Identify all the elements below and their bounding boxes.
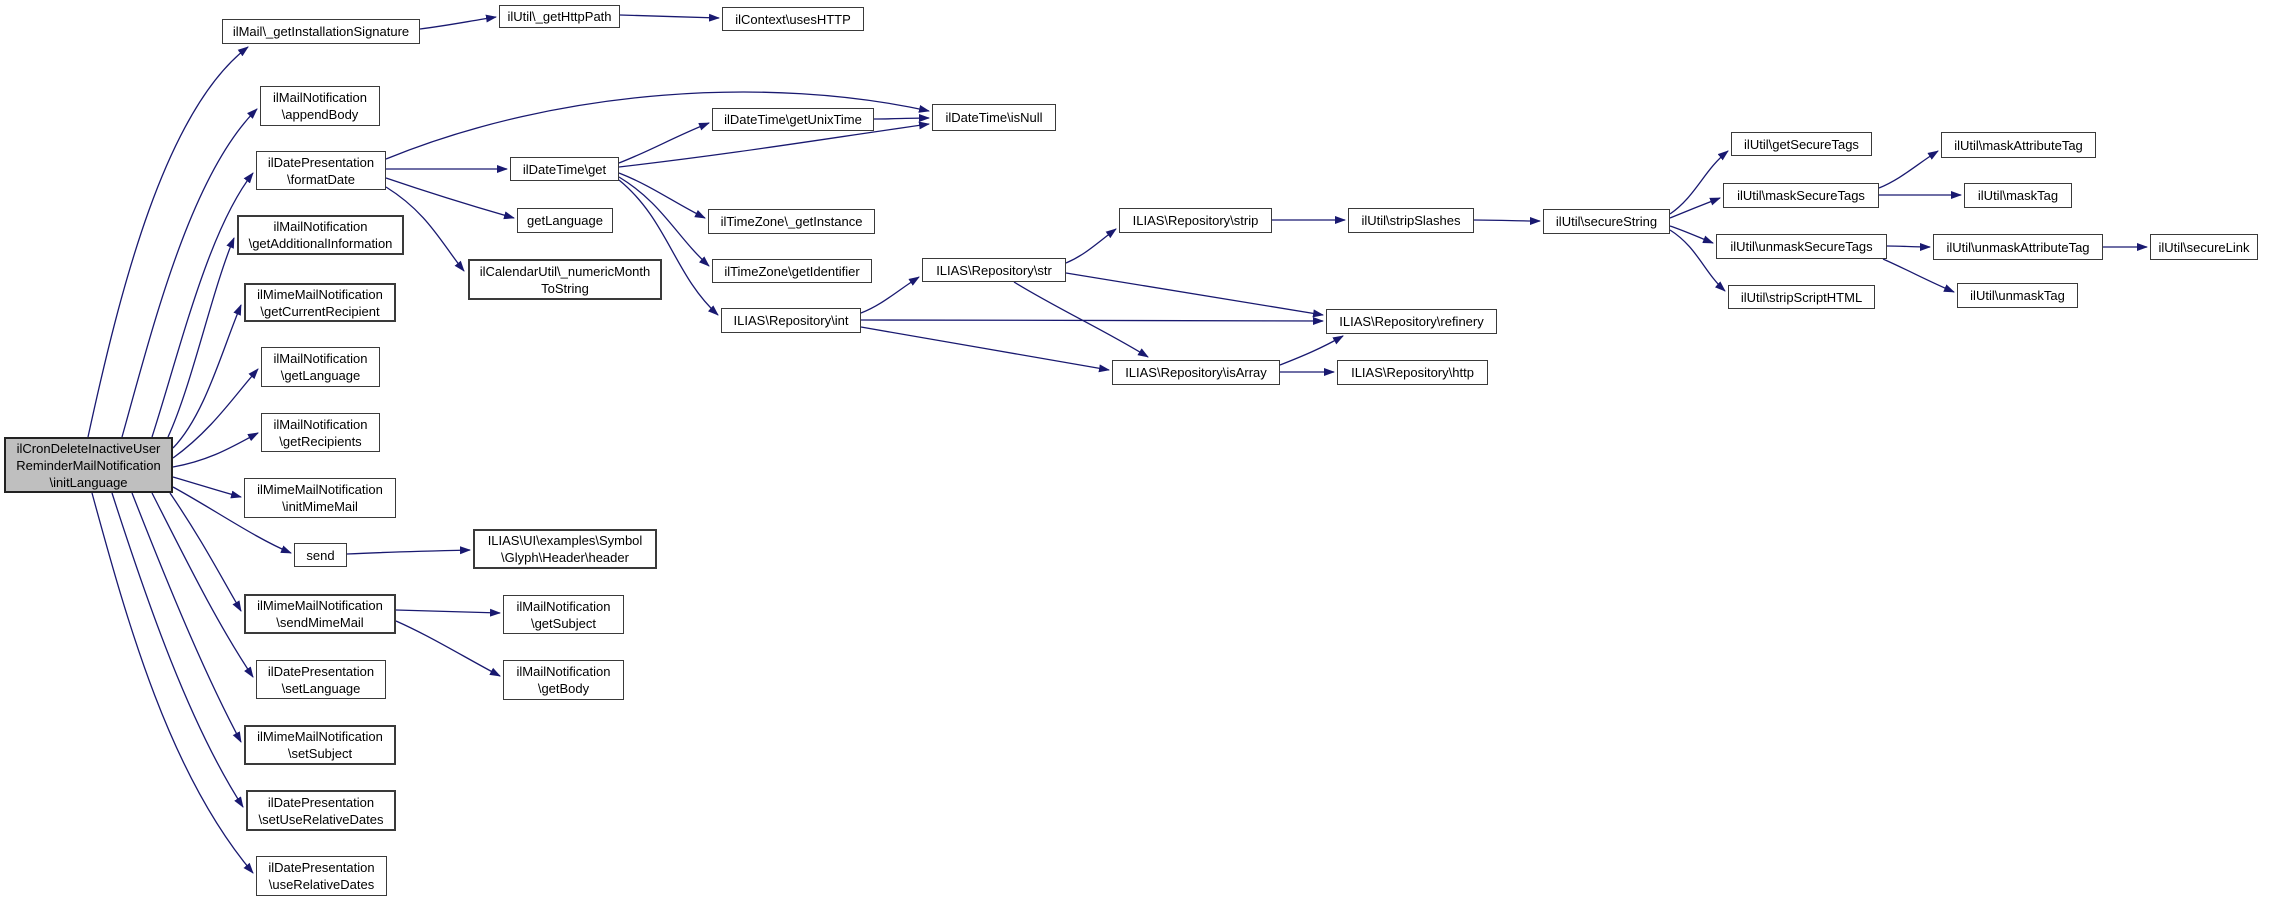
graph-node-format-date[interactable]: ilDatePresentation \formatDate [256,151,386,190]
graph-node-get-recipients[interactable]: ilMailNotification \getRecipients [261,413,380,452]
call-edge-root-to-set-subject [131,492,242,743]
graph-node-unmask-attribute-tag[interactable]: ilUtil\unmaskAttributeTag [1933,234,2103,260]
call-edge-send-mime-mail-to-get-body [395,620,501,677]
call-edge-il-mail-get-installation-signature-to-il-util-get-http-path [419,14,497,30]
graph-node-get-additional-information[interactable]: ilMailNotification \getAdditionalInforma… [237,215,404,255]
graph-node-repo-refinery[interactable]: ILIAS\Repository\refinery [1326,309,1497,334]
call-edge-root-to-il-mail-get-installation-signature [87,46,249,438]
call-edge-root-to-append-body [121,108,258,438]
call-edge-root-to-get-current-recipient [172,304,242,449]
call-edge-strip-slashes-to-secure-string [1473,216,1541,225]
graph-node-get-body[interactable]: ilMailNotification \getBody [503,660,624,700]
call-edge-format-date-to-get-language-plain [385,177,515,220]
call-edge-repo-str-to-repo-is-array [1013,281,1149,358]
call-edge-date-time-get-to-get-unix-time [618,122,710,164]
graph-node-tz-get-instance[interactable]: ilTimeZone\_getInstance [708,209,875,234]
graph-node-root: ilCronDeleteInactiveUser ReminderMailNot… [4,437,173,493]
graph-node-repo-is-array[interactable]: ILIAS\Repository\isArray [1112,360,1280,385]
call-edge-date-time-get-to-repo-int [618,179,719,316]
graph-node-set-use-relative-dates[interactable]: ilDatePresentation \setUseRelativeDates [246,790,396,831]
call-edge-date-time-get-to-tz-get-instance [618,172,706,219]
call-edge-root-to-format-date [151,172,254,438]
call-edge-date-time-get-to-tz-get-identifier [618,176,710,267]
graph-node-unmask-tag[interactable]: ilUtil\unmaskTag [1957,283,2078,308]
call-edge-secure-string-to-strip-script-html [1669,229,1726,292]
call-edge-repo-str-to-repo-strip [1065,228,1117,264]
graph-node-il-mail-get-installation-signature[interactable]: ilMail\_getInstallationSignature [222,19,420,44]
call-edge-repo-int-to-repo-is-array [860,326,1110,373]
graph-node-get-secure-tags[interactable]: ilUtil\getSecureTags [1731,132,1872,156]
graph-node-init-mime-mail[interactable]: ilMimeMailNotification \initMimeMail [244,478,396,518]
graph-node-mask-tag[interactable]: ilUtil\maskTag [1964,183,2072,208]
graph-node-get-unix-time[interactable]: ilDateTime\getUnixTime [712,108,874,131]
call-edge-secure-string-to-mask-secure-tags [1669,197,1721,219]
call-edge-repo-is-array-to-repo-refinery [1279,335,1344,366]
graph-node-mask-attribute-tag[interactable]: ilUtil\maskAttributeTag [1941,132,2096,158]
graph-node-date-time-get[interactable]: ilDateTime\get [510,157,619,181]
call-edge-root-to-send [172,486,292,554]
call-edge-repo-str-to-repo-refinery [1065,272,1324,318]
graph-node-is-null[interactable]: ilDateTime\isNull [932,104,1056,131]
call-edge-format-date-to-numeric-month-to-string [385,186,465,272]
graph-node-append-body[interactable]: ilMailNotification \appendBody [260,86,380,126]
graph-node-glyph-header[interactable]: ILIAS\UI\examples\Symbol \Glyph\Header\h… [473,529,657,569]
call-edge-root-to-use-relative-dates [91,492,254,874]
graph-node-unmask-secure-tags[interactable]: ilUtil\unmaskSecureTags [1716,234,1887,259]
call-edge-il-util-get-http-path-to-il-context-uses-http [619,13,720,22]
graph-node-secure-string[interactable]: ilUtil\secureString [1543,209,1670,234]
call-edge-secure-string-to-get-secure-tags [1669,150,1729,215]
call-edge-format-date-to-is-null [385,91,930,160]
graph-node-set-subject[interactable]: ilMimeMailNotification \setSubject [244,725,396,765]
graph-node-strip-slashes[interactable]: ilUtil\stripSlashes [1348,208,1474,233]
graph-node-use-relative-dates[interactable]: ilDatePresentation \useRelativeDates [256,856,387,896]
graph-node-numeric-month-to-string[interactable]: ilCalendarUtil\_numericMonth ToString [468,259,662,300]
call-edge-root-to-send-mime-mail [169,492,242,612]
call-edge-date-time-get-to-is-null [618,121,930,168]
call-edge-mask-secure-tags-to-mask-attribute-tag [1878,150,1939,189]
call-edge-send-mime-mail-to-get-subject [395,608,501,617]
graph-node-il-util-get-http-path[interactable]: ilUtil\_getHttpPath [499,5,620,28]
call-edge-root-to-set-language [151,492,254,678]
call-edge-repo-int-to-repo-refinery [860,316,1324,325]
graph-node-send[interactable]: send [294,543,347,567]
call-edge-root-to-set-use-relative-dates [111,492,244,808]
graph-node-get-current-recipient[interactable]: ilMimeMailNotification \getCurrentRecipi… [244,283,396,322]
call-edge-unmask-secure-tags-to-unmask-tag [1882,258,1955,293]
call-edge-get-unix-time-to-is-null [873,114,930,123]
call-edge-root-to-get-additional-information [167,237,235,438]
graph-node-set-language[interactable]: ilDatePresentation \setLanguage [256,660,386,699]
graph-node-secure-link[interactable]: ilUtil\secureLink [2150,234,2258,260]
graph-node-get-subject[interactable]: ilMailNotification \getSubject [503,595,624,634]
call-edge-unmask-secure-tags-to-unmask-attribute-tag [1886,242,1931,251]
graph-node-repo-http[interactable]: ILIAS\Repository\http [1337,360,1488,385]
graph-node-tz-get-identifier[interactable]: ilTimeZone\getIdentifier [712,259,872,283]
call-edge-send-to-glyph-header [346,546,471,555]
graph-node-get-language-plain[interactable]: getLanguage [517,208,613,233]
call-edge-root-to-get-recipients [172,432,259,468]
graph-node-mask-secure-tags[interactable]: ilUtil\maskSecureTags [1723,183,1879,208]
graph-node-repo-strip[interactable]: ILIAS\Repository\strip [1119,208,1272,233]
call-edge-root-to-get-language-mail [172,368,259,459]
call-edge-secure-string-to-unmask-secure-tags [1669,225,1714,244]
graph-node-send-mime-mail[interactable]: ilMimeMailNotification \sendMimeMail [244,594,396,634]
call-edge-repo-int-to-repo-str [860,276,920,314]
call-edge-root-to-init-mime-mail [172,476,242,499]
graph-node-get-language-mail[interactable]: ilMailNotification \getLanguage [261,347,380,387]
graph-node-repo-str[interactable]: ILIAS\Repository\str [922,258,1066,282]
graph-node-repo-int[interactable]: ILIAS\Repository\int [721,308,861,333]
graph-node-il-context-uses-http[interactable]: ilContext\usesHTTP [722,7,864,31]
graph-node-strip-script-html[interactable]: ilUtil\stripScriptHTML [1728,285,1875,309]
